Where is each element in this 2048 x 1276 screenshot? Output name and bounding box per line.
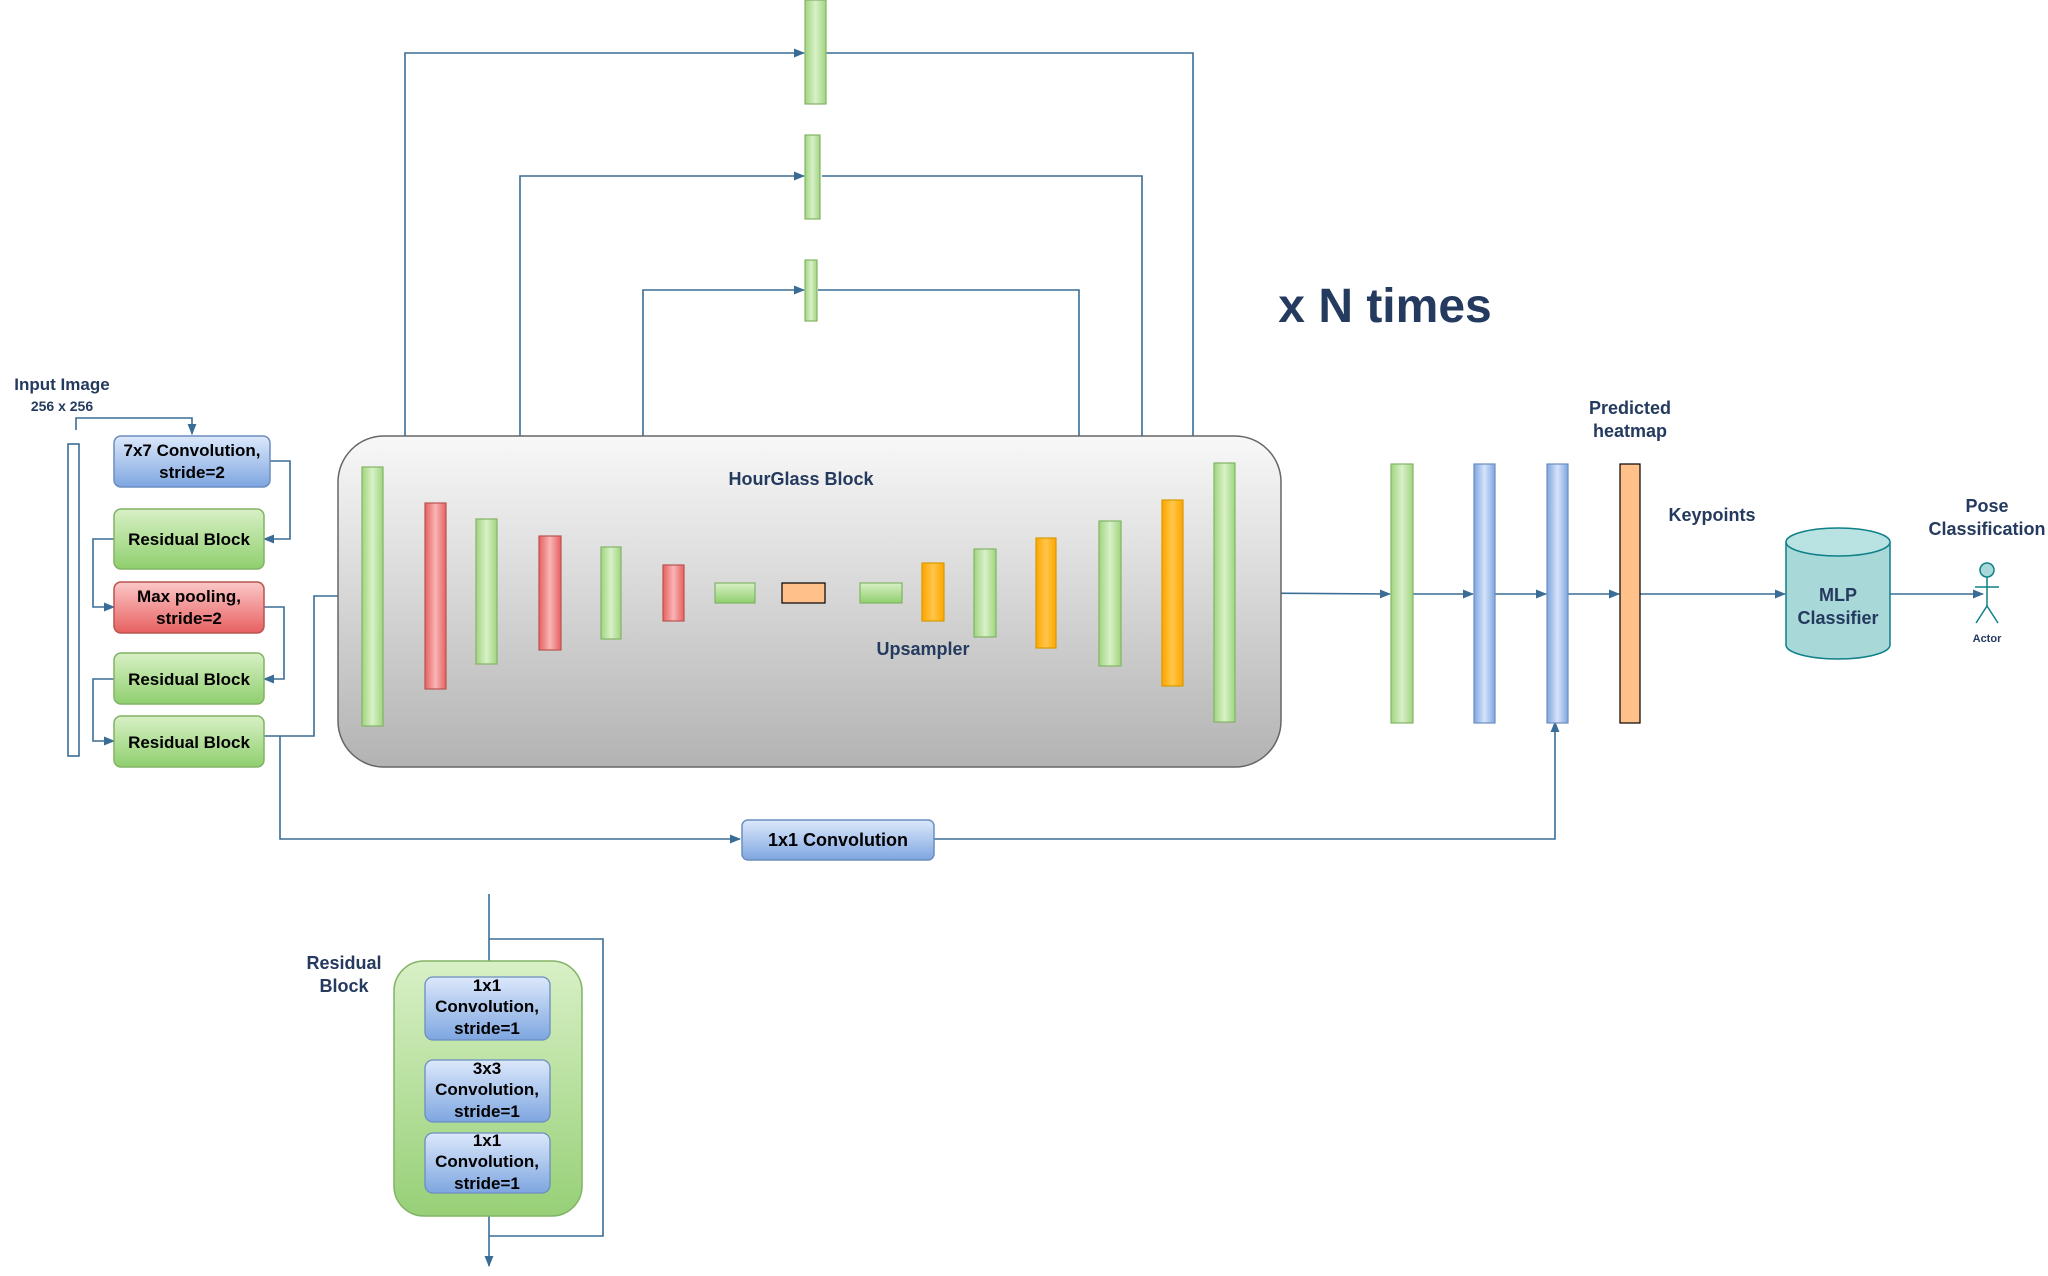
hg-layer-orange-2	[1035, 537, 1057, 649]
heatmap-label-line1: Predicted	[1589, 398, 1671, 418]
hg-layer-red-2	[538, 535, 562, 651]
conv7-label-line1: 7x7 Convolution,	[124, 441, 261, 460]
hg-layer-red-1	[424, 502, 447, 690]
head-layer-green	[1390, 463, 1414, 724]
skip-conv-label: 1x1 Convolution	[768, 830, 908, 850]
residual-block-1: Residual Block	[113, 508, 265, 570]
mlp-classifier: MLP Classifier	[1785, 527, 1891, 660]
input-title: Input Image	[14, 375, 109, 394]
conv7-block: 7x7 Convolution, stride=2	[113, 435, 271, 488]
residual-block-3-label: Residual Block	[128, 733, 250, 752]
hg-layer-green-6	[1213, 462, 1236, 723]
actor-icon	[1975, 562, 1999, 624]
heatmap-label: Predicted heatmap	[1589, 398, 1671, 441]
hg-layer-green-5	[1098, 520, 1122, 667]
residual-detail-title: Residual Block	[306, 953, 381, 996]
hourglass-title: HourGlass Block	[728, 469, 874, 489]
residual-layer-1-line3: stride=1	[454, 1019, 520, 1038]
residual-detail-layer-2: 3x3 Convolution, stride=1	[424, 1059, 551, 1123]
keypoints-label: Keypoints	[1668, 505, 1755, 525]
classifier-label-line2: Classifier	[1797, 608, 1878, 628]
skip-layer-bottom	[804, 259, 818, 322]
repeat-label: x N times	[1278, 280, 1491, 333]
actor-label: Actor	[1973, 633, 2002, 645]
residual-layer-2-line1: 3x3	[473, 1059, 501, 1078]
residual-layer-3-line2: Convolution,	[435, 1152, 539, 1171]
residual-detail-layer-1: 1x1 Convolution, stride=1	[424, 976, 551, 1041]
hg-bottleneck-green-1	[714, 582, 756, 604]
maxpool-label-line1: Max pooling,	[137, 587, 241, 606]
hg-layer-green-1	[361, 466, 384, 727]
residual-detail-block: 1x1 Convolution, stride=1 3x3 Convolutio…	[393, 960, 583, 1217]
hg-bottleneck-green-2	[859, 582, 903, 604]
conv7-label-line2: stride=2	[159, 463, 225, 482]
residual-layer-2-line2: Convolution,	[435, 1080, 539, 1099]
residual-layer-3-line3: stride=1	[454, 1174, 520, 1193]
hg-layer-green-3	[600, 546, 622, 640]
skip-layer-middle	[804, 134, 821, 220]
output-label-line2: Classification	[1928, 519, 2045, 539]
residual-detail-title-line2: Block	[319, 976, 369, 996]
residual-layer-1-line1: 1x1	[473, 976, 501, 995]
hg-layer-green-2	[475, 518, 498, 665]
head-layer-blue-2	[1546, 463, 1569, 724]
input-size: 256 x 256	[31, 398, 93, 414]
head-layer-blue-1	[1473, 463, 1496, 724]
residual-detail-title-line1: Residual	[306, 953, 381, 973]
residual-block-3: Residual Block	[113, 715, 265, 768]
hourglass-block: HourGlass Block Upsampler	[337, 435, 1282, 768]
skip-conv-block: 1x1 Convolution	[741, 819, 935, 861]
hg-bottleneck-peach	[781, 582, 826, 604]
skip-layer-top	[804, 0, 827, 105]
hg-layer-orange-3	[1161, 499, 1184, 687]
output-label-line1: Pose	[1965, 496, 2008, 516]
residual-layer-1-line2: Convolution,	[435, 997, 539, 1016]
skip-branch-layers	[804, 0, 827, 322]
heatmap-layer	[1619, 463, 1641, 724]
head-layers	[1390, 463, 1641, 724]
residual-layer-3-line1: 1x1	[473, 1131, 501, 1150]
classifier-label-line1: MLP	[1819, 585, 1857, 605]
input-label: Input Image 256 x 256	[14, 375, 109, 414]
residual-layer-2-line3: stride=1	[454, 1102, 520, 1121]
hg-layer-red-3	[662, 564, 685, 622]
hg-layer-green-4	[973, 548, 997, 638]
residual-block-1-label: Residual Block	[128, 530, 250, 549]
maxpool-label-line2: stride=2	[156, 609, 222, 628]
output-label: Pose Classification	[1928, 496, 2045, 539]
residual-block-2-label: Residual Block	[128, 670, 250, 689]
residual-block-2: Residual Block	[113, 652, 265, 705]
upsampler-label: Upsampler	[876, 639, 969, 659]
hg-layer-orange-1	[921, 562, 945, 622]
residual-detail-layer-3: 1x1 Convolution, stride=1	[424, 1131, 551, 1194]
maxpool-block: Max pooling, stride=2	[113, 581, 265, 634]
heatmap-label-line2: heatmap	[1593, 421, 1667, 441]
